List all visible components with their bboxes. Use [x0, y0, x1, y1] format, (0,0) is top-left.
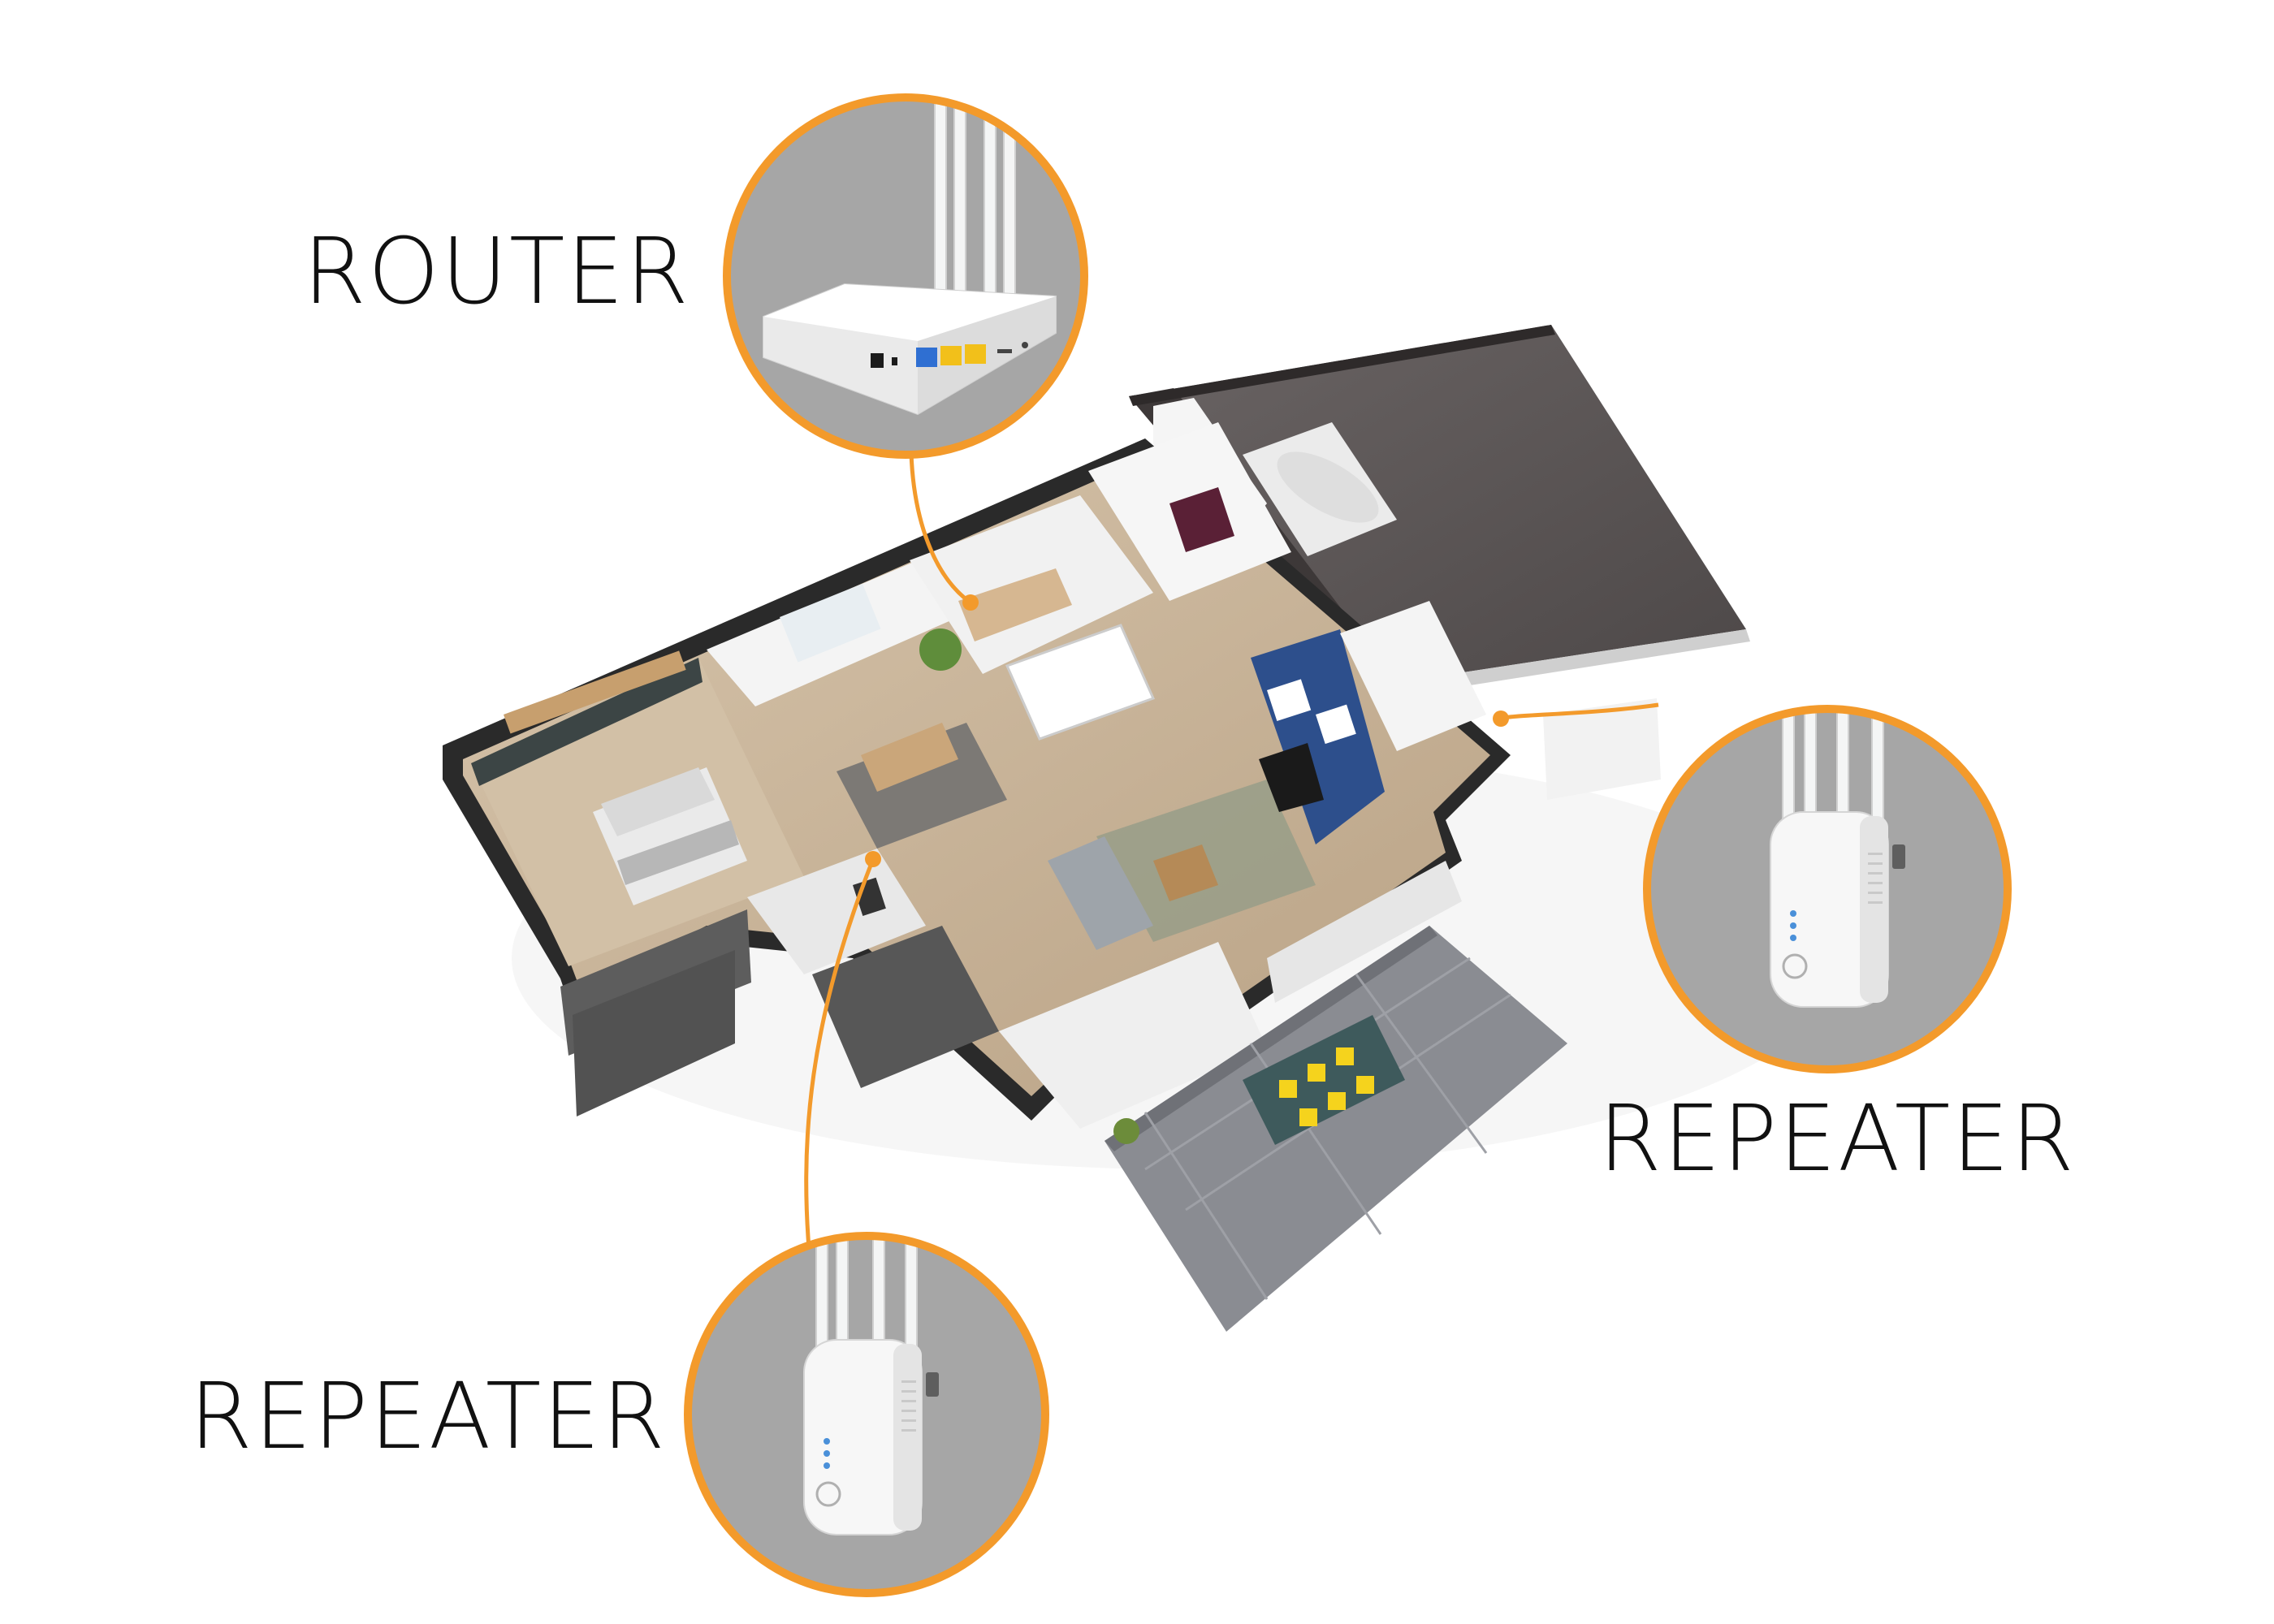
repeater-label-left: REPEATER [189, 1364, 667, 1470]
repeater-label-right: REPEATER [1598, 1086, 2076, 1192]
router-bubble [723, 93, 1088, 459]
router-label: ROUTER [303, 219, 690, 325]
router-icon [763, 97, 1057, 416]
back-rooms [1088, 422, 1486, 751]
exterior-walls [560, 861, 1462, 1129]
patio [1105, 926, 1567, 1332]
repeater-icon [803, 1236, 939, 1535]
repeater-bubble-left [684, 1232, 1049, 1597]
kitchen [910, 495, 1156, 741]
living-room [707, 560, 1385, 950]
house-cutaway [443, 325, 1844, 1332]
bedroom [471, 650, 804, 966]
repeater-bubble-right [1643, 705, 2012, 1073]
connector-dots [865, 594, 1509, 867]
